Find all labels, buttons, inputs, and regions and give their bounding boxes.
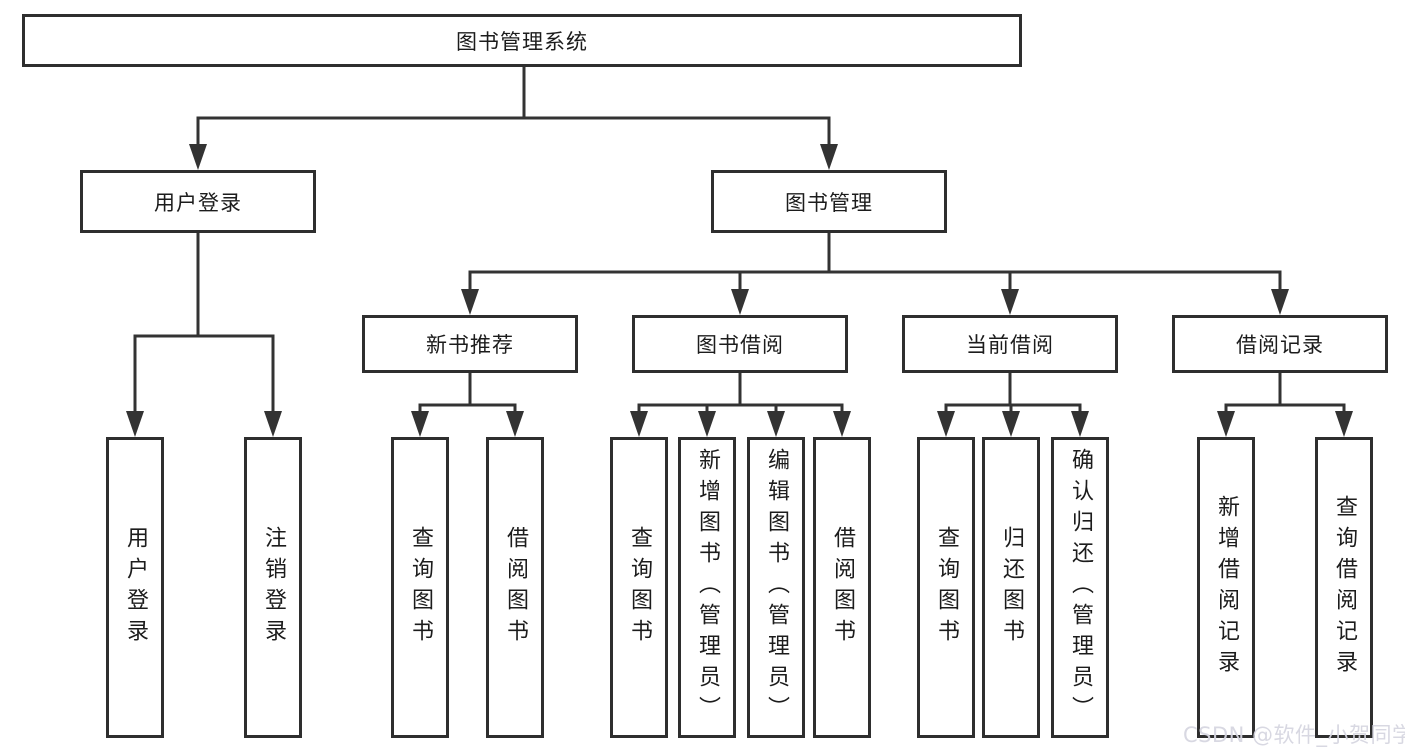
node-root: 图书管理系统	[22, 14, 1022, 67]
leaf-label: 查询图书	[934, 525, 959, 650]
leaf-label: 归还图书	[999, 525, 1024, 650]
arrow-icon	[820, 144, 838, 170]
leaf-confirm-return-admin: 确认归还（管理员）	[1051, 437, 1109, 738]
arrow-icon	[937, 411, 955, 437]
leaf-logout: 注销登录	[244, 437, 302, 738]
leaf-add-borrow-record: 新增借阅记录	[1197, 437, 1255, 738]
leaf-label: 查询图书	[627, 525, 652, 650]
edge-root-crossbar	[196, 116, 831, 146]
leaf-user-login: 用户登录	[106, 437, 164, 738]
leaf-label: 新增借阅记录	[1214, 494, 1239, 681]
leaf-borrow-books: 借阅图书	[813, 437, 871, 738]
arrow-icon	[1217, 411, 1235, 437]
leaf-label: 新增图书（管理员）	[695, 448, 720, 727]
arrow-icon	[698, 411, 716, 437]
leaf-label: 确认归还（管理员）	[1068, 448, 1093, 727]
arrow-icon	[1071, 411, 1089, 437]
arrow-icon	[767, 411, 785, 437]
leaf-add-book-admin: 新增图书（管理员）	[678, 437, 736, 738]
leaf-edit-book-admin: 编辑图书（管理员）	[747, 437, 805, 738]
leaf-label: 注销登录	[261, 525, 286, 650]
node-book-management: 图书管理	[711, 170, 947, 233]
node-user-login: 用户登录	[80, 170, 316, 233]
edge-bookmgmt-crossbar	[468, 270, 1282, 292]
node-new-book-recommend: 新书推荐	[362, 315, 578, 373]
edge-recommend-crossbar	[418, 403, 517, 414]
arrow-icon	[189, 144, 207, 170]
arrow-icon	[411, 411, 429, 437]
leaf-label: 借阅图书	[830, 525, 855, 650]
edge-current-crossbar	[944, 403, 1082, 414]
arrow-icon	[461, 289, 479, 315]
leaf-return-book: 归还图书	[982, 437, 1040, 738]
leaf-query-books-recommend: 查询图书	[391, 437, 449, 738]
node-borrow-records: 借阅记录	[1172, 315, 1388, 373]
leaf-label: 编辑图书（管理员）	[764, 448, 789, 727]
node-current-borrow: 当前借阅	[902, 315, 1118, 373]
leaf-query-books-current: 查询图书	[917, 437, 975, 738]
arrow-icon	[1001, 289, 1019, 315]
arrow-icon	[1002, 411, 1020, 437]
arrow-icon	[731, 289, 749, 315]
arrow-icon	[506, 411, 524, 437]
node-book-borrow: 图书借阅	[632, 315, 848, 373]
arrow-icon	[126, 411, 144, 437]
leaf-label: 查询图书	[408, 525, 433, 650]
arrow-icon	[1271, 289, 1289, 315]
leaf-label: 查询借阅记录	[1332, 494, 1357, 681]
arrow-icon	[833, 411, 851, 437]
leaf-query-borrow-record: 查询借阅记录	[1315, 437, 1373, 738]
edge-records-crossbar	[1224, 403, 1346, 414]
arrow-icon	[630, 411, 648, 437]
arrow-icon	[264, 411, 282, 437]
edge-userlogin-crossbar	[133, 334, 275, 414]
arrow-icon	[1335, 411, 1353, 437]
leaf-query-books-borrow: 查询图书	[610, 437, 668, 738]
leaf-label: 用户登录	[123, 525, 148, 650]
leaf-label: 借阅图书	[503, 525, 528, 650]
leaf-borrow-books-recommend: 借阅图书	[486, 437, 544, 738]
watermark: CSDN @软件_小贺同学	[1183, 723, 1405, 747]
edge-borrow-crossbar	[637, 403, 844, 414]
